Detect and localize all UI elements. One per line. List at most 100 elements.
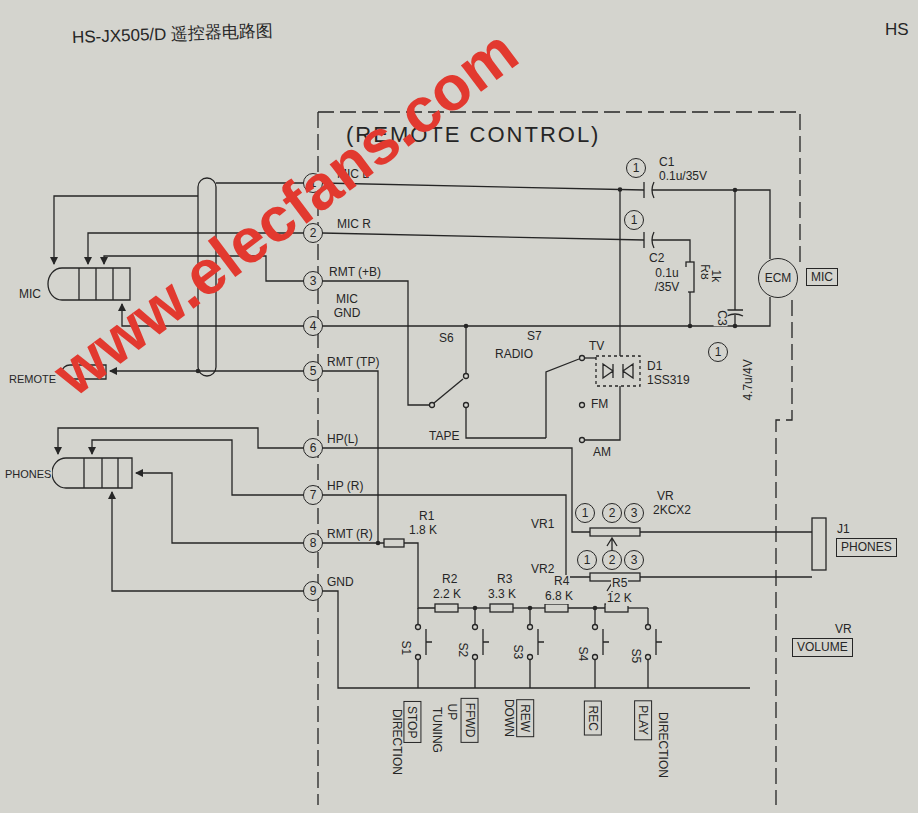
switch-contact: [646, 655, 651, 660]
part-label: S4: [575, 646, 589, 663]
part-label: S1: [398, 640, 412, 657]
terminal-number: 1: [577, 550, 597, 570]
pin-number: 9: [303, 581, 323, 601]
pin-number: 7: [303, 485, 323, 505]
part-label: S5: [628, 648, 642, 665]
pin-number: 3: [303, 271, 323, 291]
diagram-title: HS-JX505/D 遥控器电路图: [72, 21, 274, 48]
part-label: MIC GND: [328, 293, 366, 321]
part-label: 1.8 K: [408, 524, 438, 538]
button-tag: STOP: [403, 701, 421, 743]
part-label: UP: [444, 703, 458, 722]
part-label: S6: [438, 332, 455, 346]
part-label: S2: [455, 642, 469, 659]
part-label: VR1: [530, 518, 555, 532]
tag-text: VOLUME: [792, 638, 853, 656]
switch-symbol: [418, 608, 432, 688]
part-label: R4: [553, 575, 570, 589]
part-label: VR2: [530, 563, 555, 577]
switch-contact: [580, 356, 585, 361]
circle-text: 5: [310, 364, 317, 378]
phones-plug: [52, 458, 132, 488]
wire: [628, 607, 648, 608]
circle-text: 1: [715, 345, 722, 359]
pin-number: 4: [303, 316, 323, 336]
wire: [689, 292, 690, 326]
wire: [322, 495, 590, 577]
switch-contact: [580, 403, 585, 408]
wire: [322, 448, 590, 532]
wire: [322, 281, 430, 405]
switch-symbol: [475, 608, 489, 688]
circle-text: ECM: [765, 271, 792, 285]
part-label: DOWN: [501, 698, 515, 738]
resistor-symbol: [435, 604, 458, 612]
wire: [640, 531, 812, 532]
part-label: HP (R): [326, 480, 364, 494]
box-text: FFWD: [462, 703, 476, 738]
part-label: S7: [526, 330, 543, 344]
part-label: 1k: [708, 269, 722, 284]
wire: [322, 233, 644, 240]
resistor-symbol: [384, 539, 404, 547]
switch-contact: [430, 403, 435, 408]
polarity-mark: 1: [708, 342, 728, 362]
part-label: R2: [441, 573, 458, 587]
part-label: R3: [496, 573, 513, 587]
switch-contact: [473, 655, 478, 660]
wire: [585, 386, 621, 440]
switch-symbol: [648, 608, 662, 688]
junction-dot: [733, 324, 738, 329]
circle-text: 1: [582, 506, 589, 520]
junction-dot: [593, 606, 598, 611]
junction-dot: [376, 541, 381, 546]
part-label: 4.7u/4V: [741, 358, 755, 401]
switch-contact: [416, 655, 421, 660]
part-label: MIC: [18, 288, 42, 302]
terminal-number: 3: [624, 550, 644, 570]
wire: [136, 473, 304, 543]
part-label: FM: [590, 398, 609, 412]
button-tag: FFWD: [460, 698, 478, 743]
part-label: GND: [326, 576, 355, 590]
jack-tag: J1PHONES: [836, 522, 897, 557]
enclosure-outline: [776, 300, 792, 805]
wire: [734, 190, 735, 310]
circle-text: 2: [609, 553, 616, 567]
resistor-symbol: [490, 604, 513, 612]
switch-contact: [528, 625, 533, 630]
phone-jack: [812, 518, 826, 570]
part-label: D1: [646, 360, 663, 374]
wire: [322, 591, 750, 688]
part-label: TAPE: [428, 430, 460, 444]
circle-text: 1: [631, 213, 638, 227]
box-text: MIC: [811, 270, 833, 284]
part-label: DIRECTION: [655, 711, 669, 779]
part-label: 0.1u/35V: [658, 170, 708, 184]
junction-dot: [196, 369, 201, 374]
wire: [58, 428, 304, 454]
part-label: 3.3 K: [487, 588, 517, 602]
box-text: REW: [518, 704, 532, 732]
junction-dot: [464, 324, 469, 329]
circle-text: 2: [609, 506, 616, 520]
circle-text: 4: [310, 319, 317, 333]
part-label: 12 K: [606, 592, 633, 606]
switch-contact: [646, 625, 651, 630]
part-label: RADIO: [494, 348, 534, 362]
terminal-number: 3: [624, 503, 644, 523]
part-label: S3: [510, 644, 524, 661]
part-label: TUNING: [429, 706, 443, 754]
box-text: REC: [585, 706, 599, 731]
box-text: PLAY: [636, 705, 650, 735]
wire: [404, 543, 435, 608]
part-label: RMT (TP): [326, 356, 380, 370]
switch-lever: [546, 359, 579, 438]
wire: [322, 297, 770, 326]
part-label: R1: [418, 510, 435, 524]
part-label: 1SS319: [646, 374, 691, 388]
button-tag: REW: [516, 699, 534, 737]
diode-symbol: [603, 364, 633, 378]
part-label: C2: [648, 252, 665, 266]
